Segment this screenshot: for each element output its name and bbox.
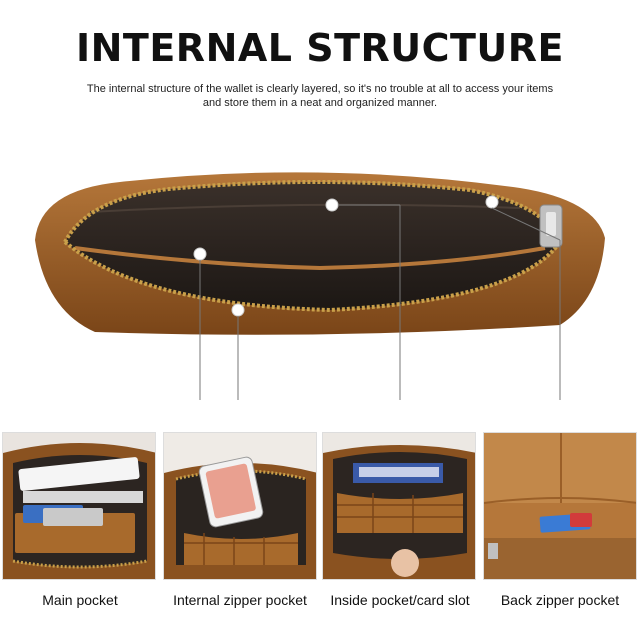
main-pocket-illustration (3, 433, 155, 579)
page-description: The internal structure of the wallet is … (86, 83, 554, 109)
guide-line-4a (491, 207, 561, 241)
indicator-dot-zipper (325, 198, 339, 212)
zipper-pull-slot (546, 212, 556, 236)
inner-zipper-line (89, 203, 521, 213)
pocket-label-back-zipper: Back zipper pocket (500, 592, 620, 608)
panel-main-pocket (2, 432, 156, 580)
panel-internal-zipper-pocket (163, 432, 317, 580)
indicator-dot-back (485, 195, 499, 209)
pocket-label-inside-card-slot: Inside pocket/card slot (330, 592, 470, 608)
indicator-dot-main (193, 247, 207, 261)
bottom-zipper (63, 240, 562, 313)
panel-back-zipper-pocket (483, 432, 637, 580)
back-zipper-pocket-illustration (484, 433, 636, 579)
inside-pocket-card-slot-illustration (323, 433, 475, 579)
wallet-hero-illustration (35, 172, 605, 400)
wallet-lining (65, 181, 560, 310)
panel-inside-pocket-card-slot (322, 432, 476, 580)
page-title: INTERNAL STRUCTURE (75, 26, 565, 70)
pocket-label-main: Main pocket (42, 592, 118, 608)
indicator-dot-card (231, 303, 245, 317)
inner-pocket-edge (74, 246, 546, 271)
internal-zipper-pocket-illustration (164, 433, 316, 579)
pocket-label-internal-zipper: Internal zipper pocket (173, 592, 307, 608)
top-zipper (63, 179, 562, 243)
wallet-hero-image (0, 150, 640, 400)
